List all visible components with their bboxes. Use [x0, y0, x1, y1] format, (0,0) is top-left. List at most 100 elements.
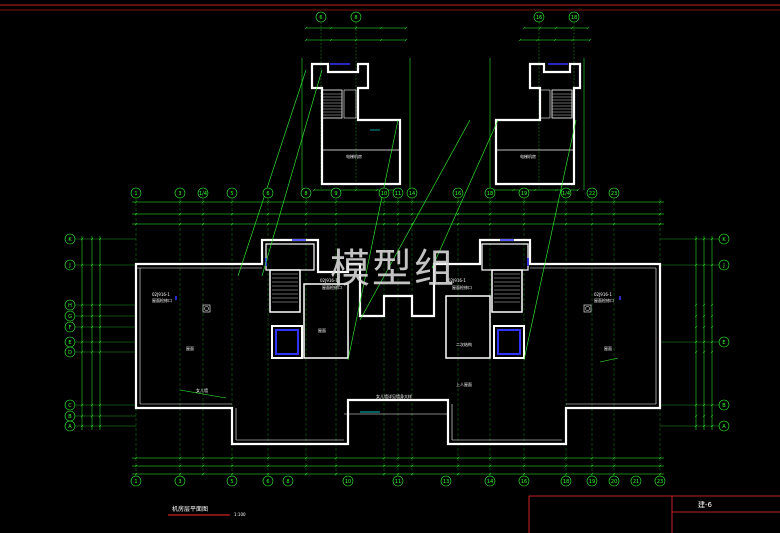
axis-bubble-main-top-7-label: 10 [381, 191, 387, 197]
axis-bubble-top-left-1: 8 [350, 11, 362, 23]
room-labels: 02J916-1 屋面检修口 02J916-1 屋面检修口 02J916-1 屋… [152, 153, 614, 399]
axis-bubble-left-7-label: C [68, 403, 72, 409]
roof-label-left: 屋面 [186, 345, 194, 351]
axis-bubble-right-3-label: B [722, 403, 726, 409]
axis-bubble-main-bottom-0-label: 1 [134, 479, 137, 485]
axis-bubble-right-4: A [718, 420, 730, 432]
axis-bubble-main-bottom-12-label: 20 [611, 479, 617, 485]
axis-bubble-main-top-14-label: 22 [589, 191, 595, 197]
axis-bubble-left-2-label: H [68, 303, 72, 309]
axis-bubble-main-bottom-8-label: 14 [487, 479, 493, 485]
axis-bubble-main-top-8: 11 [392, 187, 404, 199]
axis-bubble-main-bottom-3: 6 [262, 475, 274, 487]
axis-bubble-main-bottom-9: 16 [518, 475, 530, 487]
vent-label-left: 屋面检修口 [152, 297, 172, 303]
mid-vent-left: 屋面检修口 [322, 284, 342, 290]
axis-bubble-top-right-0: 16 [533, 11, 545, 23]
drawing-title: 机房层平面图 1:100 [168, 505, 246, 517]
axis-bubble-main-bottom-11-label: 19 [589, 479, 595, 485]
axis-bubble-main-top-7: 10 [378, 187, 390, 199]
machine-room-left: 电梯机房 [346, 153, 362, 159]
axis-bubble-main-top-14: 22 [586, 187, 598, 199]
axis-bubble-main-top-15-label: 23 [611, 191, 617, 197]
axis-bubble-main-bottom-8: 14 [484, 475, 496, 487]
axis-bubble-main-top-5-label: 8 [304, 191, 307, 197]
axis-bubble-left-4: F [64, 321, 76, 333]
axis-bubble-main-top-4: 6 [262, 187, 274, 199]
sheet-number: 建-6 [698, 500, 713, 509]
axis-bubble-main-bottom-2-label: 5 [230, 479, 233, 485]
axis-bubble-main-top-0-label: 1 [134, 191, 137, 197]
axis-bubble-left-1: J [64, 259, 76, 271]
axis-bubble-left-6-label: D [68, 350, 72, 356]
axis-bubble-left-3-label: G [68, 314, 72, 320]
axis-bubble-top-left-0: 6 [315, 11, 327, 23]
axis-bubble-left-8: B [64, 410, 76, 422]
axis-bubble-right-2-label: E [722, 340, 725, 346]
axis-bubble-main-top-1: 3 [174, 187, 186, 199]
axis-bubble-main-bottom-6: 11 [392, 475, 404, 487]
axis-bubble-right-0: K [718, 233, 730, 245]
axis-bubble-right-2: E [718, 336, 730, 348]
axis-bubble-main-top-13-label: 1/4 [562, 191, 570, 197]
axis-bubble-main-bottom-2: 5 [226, 475, 238, 487]
note-right: 上人屋面 [456, 381, 472, 387]
axis-bubble-main-bottom-11: 19 [586, 475, 598, 487]
axis-bubble-top-right-1: 18 [568, 11, 580, 23]
axis-bubble-right-0-label: K [722, 237, 726, 243]
axis-bubble-main-top-0: 1 [130, 187, 142, 199]
axis-bubble-main-bottom-14: 23 [654, 475, 666, 487]
axis-bubble-main-bottom-6-label: 11 [395, 479, 401, 485]
dimension-lines [80, 26, 714, 476]
axis-bubble-main-top-2: 1/4 [197, 187, 209, 199]
axis-bubble-main-bottom-0: 1 [130, 475, 142, 487]
axis-bubble-left-9-label: A [68, 424, 72, 430]
drawing-title-text: 机房层平面图 [172, 505, 208, 513]
axis-bubble-main-bottom-4-label: 8 [286, 479, 289, 485]
axis-bubble-main-top-3-label: 5 [230, 191, 233, 197]
axis-bubble-left-7: C [64, 399, 76, 411]
axis-bubble-main-bottom-13-label: 21 [633, 479, 639, 485]
axis-bubble-left-1-label: J [68, 263, 70, 269]
axis-bubble-main-top-15: 23 [608, 187, 620, 199]
top-right-core [494, 62, 582, 186]
axis-bubble-main-bottom-3-label: 6 [266, 479, 269, 485]
pipe-label-left: 02J916-1 [152, 292, 170, 297]
axis-bubble-main-top-2-label: 1/4 [199, 191, 207, 197]
axis-bubble-main-top-4-label: 6 [266, 191, 269, 197]
axis-bubble-main-bottom-4: 8 [282, 475, 294, 487]
axis-bubble-main-top-8-label: 11 [395, 191, 401, 197]
watermark-text: 模型组 [330, 246, 456, 292]
axis-bubble-main-top-12: 19 [518, 187, 530, 199]
axis-bubble-main-top-10-label: 16 [455, 191, 461, 197]
axis-bubble-main-bottom-1-label: 3 [178, 479, 181, 485]
axis-bubble-main-top-10: 16 [452, 187, 464, 199]
room-mid-right: 二次结构 [456, 341, 472, 347]
axis-bubble-main-bottom-12: 20 [608, 475, 620, 487]
axis-bubble-main-bottom-7-label: 13 [443, 479, 449, 485]
axis-bubble-main-top-3: 5 [226, 187, 238, 199]
axis-bubble-right-3: B [718, 399, 730, 411]
axis-bubble-main-bottom-14-label: 23 [657, 479, 663, 485]
mid-label-left: 02J916-1 [320, 278, 338, 283]
vent-label-right: 屋面检修口 [594, 297, 614, 303]
mid-label-right: 02J916-1 [448, 278, 466, 283]
axis-bubble-left-6: D [64, 346, 76, 358]
axis-bubble-right-1: J [718, 259, 730, 271]
note-mid: 女儿墙详见墙身大样 [376, 393, 412, 399]
axis-bubble-main-top-1-label: 3 [178, 191, 181, 197]
axis-bubble-top-left-0-label: 6 [319, 15, 322, 21]
axis-bubble-left-8-label: B [68, 414, 72, 420]
axis-bubble-main-top-5: 8 [300, 187, 312, 199]
main-plan [134, 238, 662, 446]
axis-bubble-main-bottom-5: 10 [342, 475, 354, 487]
axis-bubble-main-top-11-label: 18 [487, 191, 493, 197]
axis-bubble-left-0: K [64, 233, 76, 245]
axis-bubble-left-2: H [64, 299, 76, 311]
axis-bubble-main-bottom-13: 21 [630, 475, 642, 487]
axis-bubble-main-bottom-9-label: 16 [521, 479, 527, 485]
top-left-core [310, 62, 402, 186]
axis-bubble-main-top-6-label: 9 [334, 191, 337, 197]
axis-bubble-main-bottom-7: 13 [440, 475, 452, 487]
